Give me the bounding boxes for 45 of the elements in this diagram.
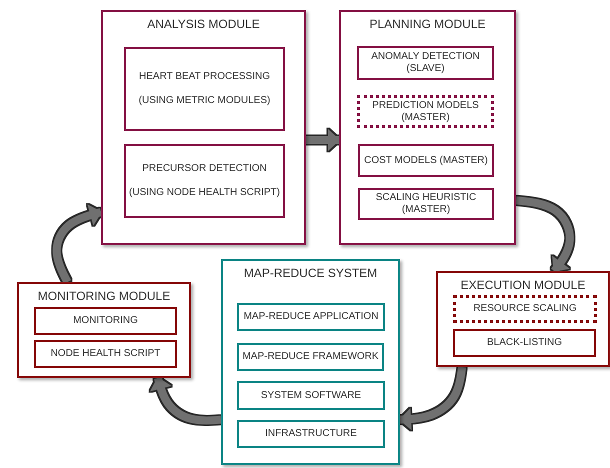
module-title: MONITORING MODULE: [38, 289, 170, 304]
component-box: [237, 343, 384, 371]
component-box: [34, 340, 177, 368]
component-box: [124, 144, 285, 218]
curved-arrow: [399, 366, 466, 430]
component-label: PREDICTION MODELS (MASTER): [371, 100, 480, 124]
component-box: [34, 307, 177, 335]
component-label: COST MODELS (MASTER): [364, 154, 488, 166]
module-title: PLANNING MODULE: [369, 17, 486, 32]
component-label: MONITORING: [73, 315, 138, 327]
component-box: [358, 144, 494, 177]
dashed-component-box: [357, 95, 494, 128]
curved-arrow: [150, 376, 222, 424]
component-box: [357, 46, 494, 80]
component-label: SYSTEM SOFTWARE: [260, 390, 362, 402]
component-note: (USING METRIC MODULES): [138, 95, 270, 107]
component-box: [237, 303, 385, 331]
component-box: [358, 188, 494, 220]
dashed-component-box: [453, 295, 597, 323]
component-box: [237, 381, 385, 410]
component-label: PRECURSOR DETECTION: [142, 163, 267, 175]
curved-arrow: [516, 196, 574, 274]
curved-arrow: [52, 204, 102, 284]
module-panel: [221, 259, 400, 465]
component-box: [453, 329, 596, 357]
module-panel: [436, 271, 610, 367]
component-label: NODE HEALTH SCRIPT: [50, 348, 160, 360]
component-label: BLACK-LISTING: [486, 337, 562, 349]
component-box: [237, 420, 385, 448]
curved-arrow: [306, 128, 340, 151]
component-box: [124, 47, 285, 131]
module-title: EXECUTION MODULE: [460, 278, 586, 293]
component-label: MAP-REDUCE FRAMEWORK: [242, 351, 379, 363]
module-panel: [101, 10, 306, 245]
module-title: ANALYSIS MODULE: [147, 17, 260, 32]
component-label: INFRASTRUCTURE: [265, 428, 357, 440]
component-label: ANOMALY DETECTION (SLAVE): [370, 51, 481, 75]
component-label: RESOURCE SCALING: [473, 303, 577, 315]
component-label: SCALING HEURISTIC (MASTER): [374, 192, 478, 216]
module-panel: [17, 282, 191, 378]
component-label: MAP-REDUCE APPLICATION: [244, 311, 378, 323]
component-label: HEART BEAT PROCESSING: [139, 71, 270, 83]
component-note: (USING NODE HEALTH SCRIPT): [129, 187, 280, 199]
module-title: MAP-REDUCE SYSTEM: [244, 266, 378, 281]
module-panel: [339, 10, 516, 245]
